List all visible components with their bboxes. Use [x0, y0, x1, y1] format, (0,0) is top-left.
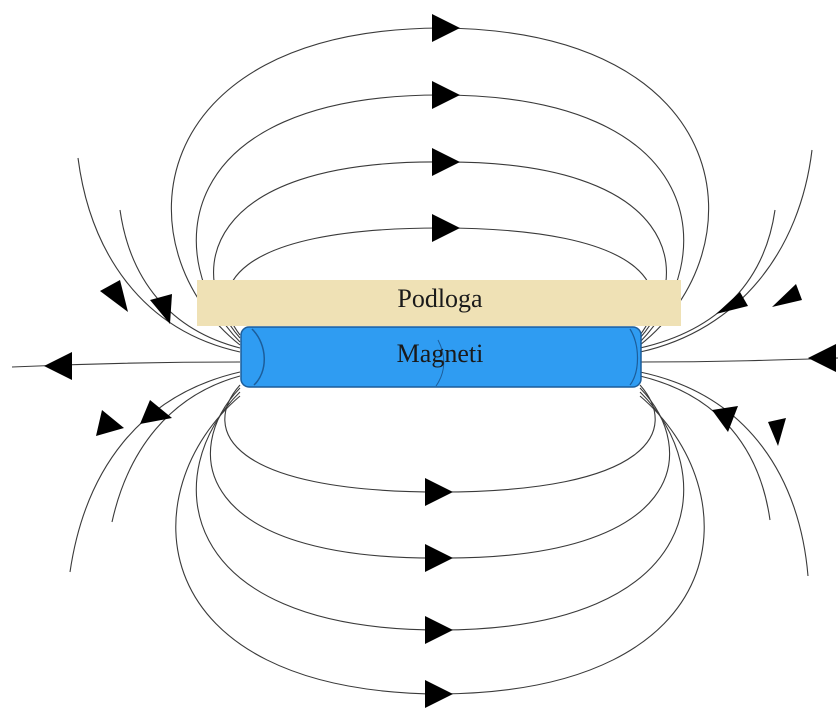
field-line-left-down-outer	[69, 371, 241, 573]
arrow-bottom-2	[425, 544, 453, 572]
arrow-right-down-outer	[768, 418, 786, 446]
arrow-top-1	[432, 14, 460, 42]
substrate-label: Podloga	[397, 284, 483, 313]
field-line-right-up-outer	[639, 149, 813, 353]
right-open-field-lines	[639, 149, 838, 577]
arrow-top-4	[432, 214, 460, 242]
substrate: Podloga	[197, 280, 681, 326]
arrow-right-up-outer	[772, 284, 802, 307]
field-direction-arrows	[44, 14, 836, 708]
arrow-bottom-4	[425, 680, 453, 708]
field-line-right-axis	[639, 357, 838, 363]
arrow-right-axis	[808, 344, 836, 372]
field-line-right-down-inner	[639, 375, 771, 521]
field-line-bottom-2	[209, 387, 671, 559]
arrow-left-down-outer	[96, 410, 124, 436]
field-line-left-axis	[11, 361, 241, 368]
arrow-top-3	[432, 148, 460, 176]
arrow-right-down-inner	[712, 406, 738, 432]
field-line-left-up-inner	[119, 209, 241, 349]
field-line-bottom-3	[195, 391, 685, 631]
arrow-right-up-inner	[716, 292, 748, 314]
arrow-left-down-inner	[140, 400, 172, 424]
field-line-bottom-1	[224, 384, 656, 493]
magnet: Magneti	[240, 326, 642, 388]
magnet-left-end-curve	[251, 328, 265, 386]
field-line-left-down-inner	[111, 375, 241, 523]
magnet-middle-seam	[435, 339, 445, 387]
arrow-bottom-3	[425, 616, 453, 644]
lower-field-lines	[175, 384, 705, 695]
field-line-right-down-outer	[639, 371, 809, 577]
magnet-body	[240, 326, 642, 388]
field-line-bottom-4	[175, 395, 705, 695]
arrow-left-up-outer	[100, 280, 128, 312]
substrate-plate	[197, 280, 681, 326]
magnet-right-end-curve	[629, 328, 639, 386]
field-line-left-up-outer	[77, 157, 241, 353]
arrow-left-up-inner	[150, 294, 172, 324]
arrow-bottom-1	[425, 478, 453, 506]
magnet-label: Magneti	[397, 339, 484, 368]
arrow-left-axis	[44, 352, 72, 380]
arrow-top-2	[432, 81, 460, 109]
